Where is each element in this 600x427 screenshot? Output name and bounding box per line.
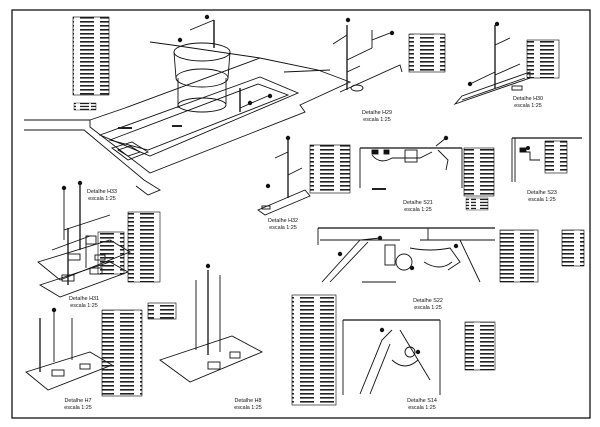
detail-h7-view [25, 312, 114, 391]
callout-marker [453, 243, 459, 249]
detail-h32-view [257, 140, 311, 216]
legend-table [463, 147, 495, 197]
callout-marker [494, 21, 500, 27]
detail-scale: escala 1:25 [363, 117, 391, 123]
detail-scale: escala 1:25 [64, 405, 92, 411]
legend-table [97, 231, 125, 275]
detail-s23-view [511, 137, 582, 182]
detail-h8-view [159, 270, 264, 383]
detail-title: Detalhe H7 [65, 398, 92, 404]
detail-scale: escala 1:25 [514, 103, 542, 109]
legend-table [408, 33, 446, 73]
detail-scale: escala 1:25 [269, 225, 297, 231]
legend-table [526, 39, 560, 79]
callout-marker [415, 349, 421, 355]
detail-title: Detalhe S14 [407, 398, 437, 404]
detail-title: Detalhe H29 [362, 110, 392, 116]
callout-marker [443, 135, 449, 141]
callout-marker [205, 263, 211, 269]
callout-marker [389, 30, 395, 36]
callout-marker [267, 93, 273, 99]
callout-marker [51, 307, 57, 313]
detail-s21-view [359, 137, 463, 188]
detail-scale: escala 1:25 [528, 197, 556, 203]
legend-table [147, 302, 177, 320]
detail-s22-view [317, 227, 495, 283]
legend-table [544, 140, 568, 174]
detail-scale: escala 1:25 [404, 207, 432, 213]
detail-scale: escala 1:25 [408, 405, 436, 411]
callout-marker [265, 183, 271, 189]
callout-marker [409, 265, 415, 271]
callout-marker [467, 81, 473, 87]
note-text [172, 125, 182, 127]
legend-table [127, 211, 161, 283]
callout-marker [77, 180, 83, 186]
legend-table [291, 294, 337, 406]
detail-title: Detalhe H33 [87, 189, 117, 195]
legend-table [561, 229, 585, 267]
legend-table [499, 229, 539, 283]
detail-title: Detalhe H32 [268, 218, 298, 224]
detail-h31-view [38, 228, 130, 298]
callout-marker [177, 37, 183, 43]
callout-marker [247, 100, 253, 106]
legend-table [464, 321, 496, 371]
detail-h29-view [332, 25, 403, 93]
callout-marker [204, 14, 210, 20]
detail-title: Detalhe S22 [413, 298, 443, 304]
note-text [118, 127, 132, 129]
detail-title: Detalhe S23 [527, 190, 557, 196]
detail-title: Detalhe S21 [403, 200, 433, 206]
detail-scale: escala 1:25 [234, 405, 262, 411]
callout-marker [61, 185, 67, 191]
legend-table [465, 197, 489, 211]
callout-marker [345, 17, 351, 23]
legend-table [309, 144, 351, 194]
detail-title: Detalhe H8 [235, 398, 262, 404]
callout-marker [379, 327, 385, 333]
legend-table [101, 309, 143, 397]
legend-table [73, 102, 97, 111]
callout-marker [337, 251, 343, 257]
detail-h30-view [453, 25, 531, 105]
main-isometric-view [24, 19, 352, 196]
legend-table [72, 16, 110, 96]
detail-title: Detalhe H30 [513, 96, 543, 102]
note-text [372, 188, 386, 190]
detail-s14-view [342, 319, 441, 395]
detail-scale: escala 1:25 [414, 305, 442, 311]
callout-marker [285, 135, 291, 141]
detail-title: Detalhe H31 [69, 296, 99, 302]
sheet-border [11, 9, 591, 419]
callout-marker [526, 146, 530, 150]
detail-scale: escala 1:25 [88, 196, 116, 202]
detail-scale: escala 1:25 [70, 303, 98, 309]
callout-marker [377, 235, 383, 241]
